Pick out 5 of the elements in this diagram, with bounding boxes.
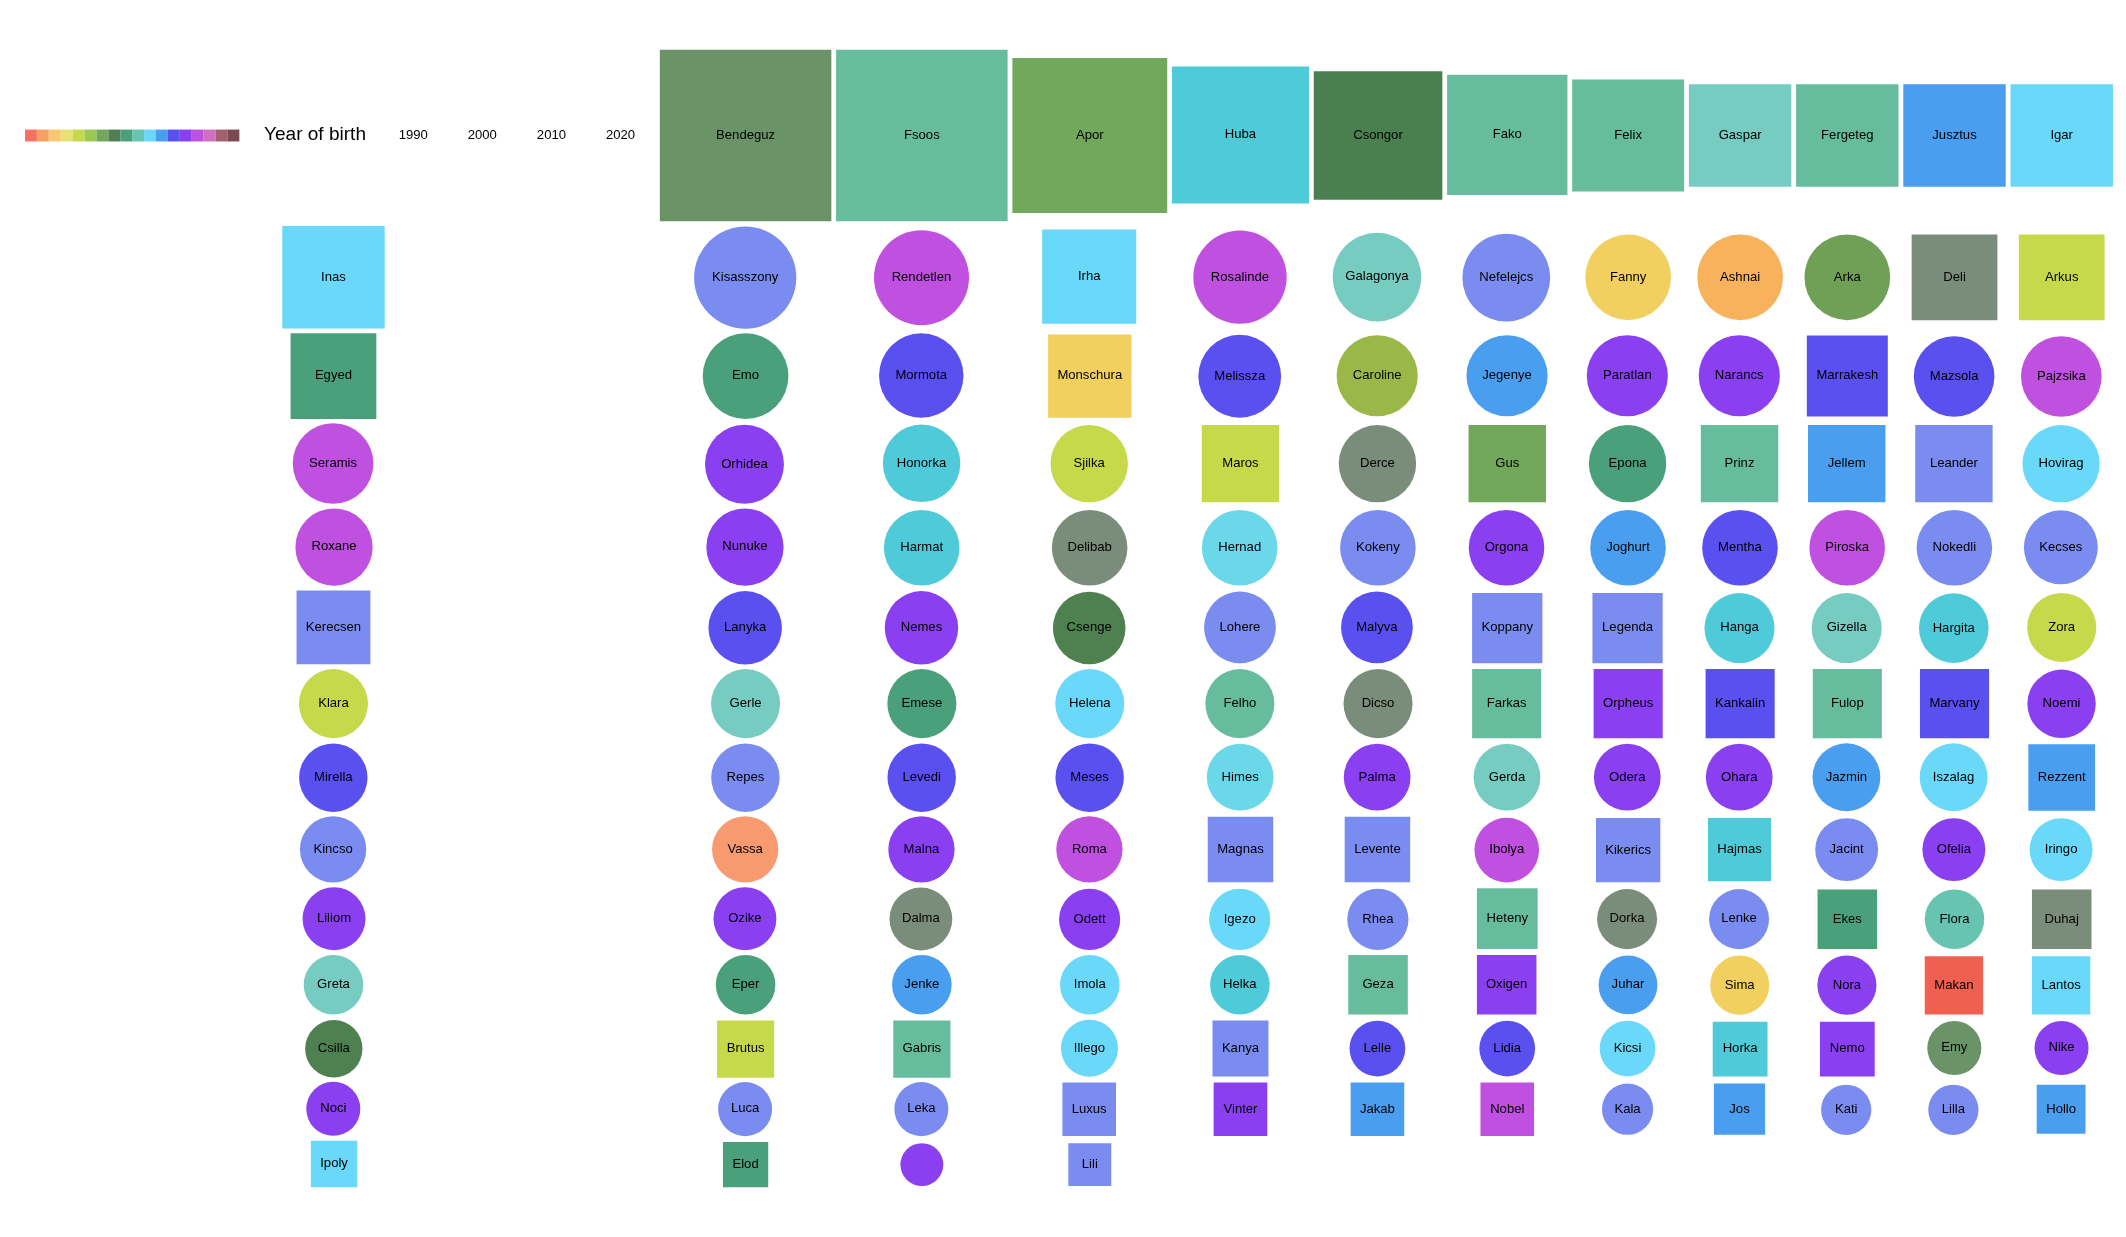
label: 2010 [536, 126, 567, 142]
label: 1990 [398, 126, 428, 142]
label: Year of birth [264, 123, 367, 145]
label: 2020 [605, 126, 636, 142]
label: 2000 [467, 126, 497, 142]
